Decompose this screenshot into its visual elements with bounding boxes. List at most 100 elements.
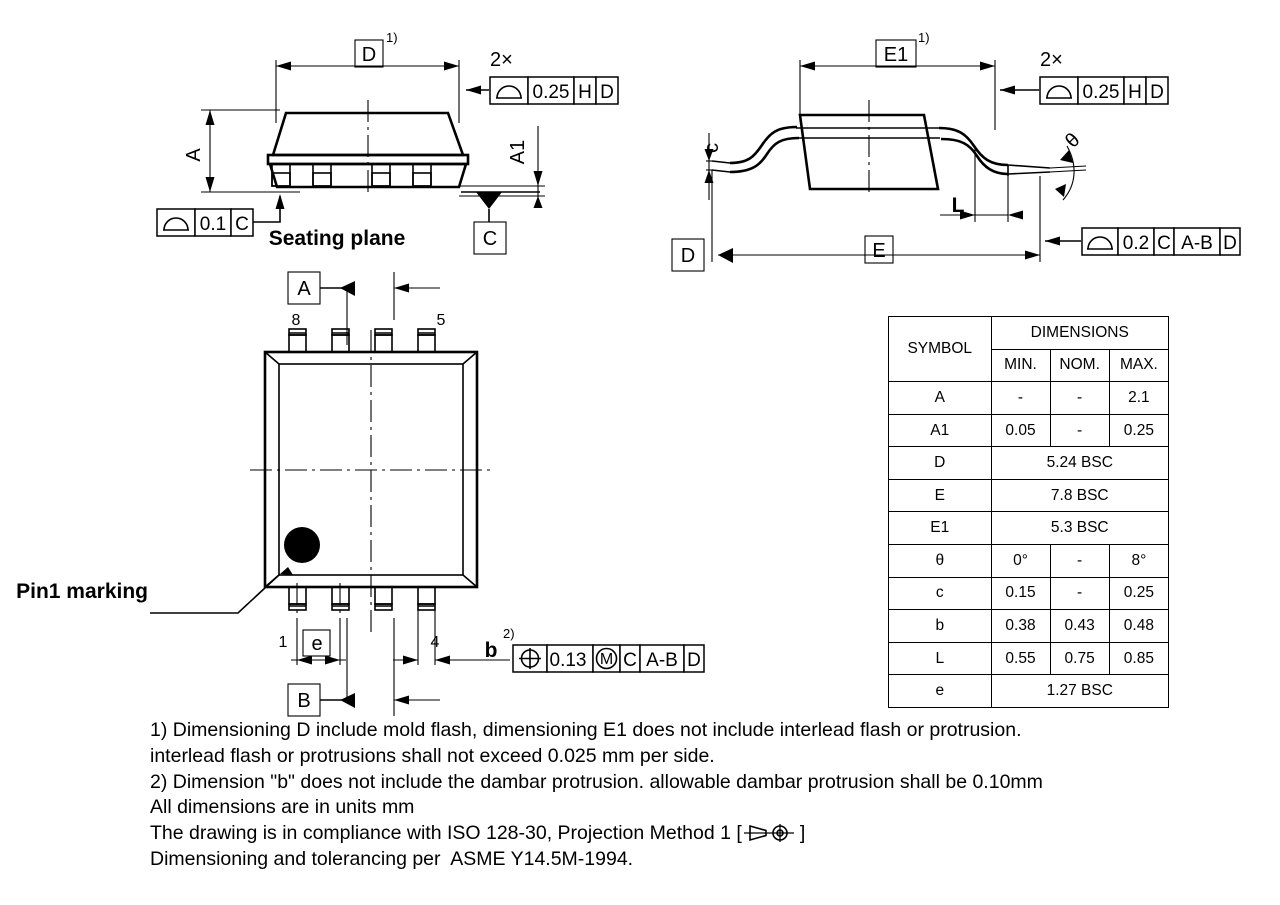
row-min: 0.55 [990,641,1051,676]
table-row: E 7.8 BSC [888,478,1170,513]
drawing-notes: 1) Dimensioning D include mold flash, di… [150,718,1210,873]
datum-c-label: C [483,228,497,250]
header-symbol: SYMBOL [888,315,992,383]
e1-arrow-left [800,61,815,71]
table-header-row-2: MIN. NOM. MAX. [889,348,1170,383]
row-symbol: A [888,381,992,415]
row-max: 0.25 [1108,576,1170,611]
d-arrow-right [444,61,459,71]
row-min: 0° [990,544,1051,578]
a1-label: A1 [507,140,529,164]
datum-b-arrow [394,695,409,705]
pin1-leader-arrow [280,567,293,575]
bevel-tl [264,351,280,365]
fcf-flatness-0p1-C: 0.1 C [156,194,285,237]
row-nom: 0.75 [1049,641,1110,676]
row-min: 0.15 [990,576,1051,611]
table-row: L 0.55 0.75 0.85 [888,641,1170,676]
pin-number-8: 8 [292,312,301,329]
dim-c-group: c [701,133,723,200]
pin1-leader [150,573,281,614]
fcf-2x-qty-front: 2× [490,49,513,71]
a-label: A [183,148,205,162]
pin-number-5: 5 [437,312,446,329]
header-nom: NOM. [1049,348,1110,383]
note-line-4: All dimensions are in units mm [150,796,415,819]
a-arrow-bot [205,177,215,192]
row-symbol: A1 [888,413,992,448]
side-lead-left-tip-bot [711,169,731,173]
row-value: 5.24 BSC [990,446,1170,480]
row-max: 0.25 [1108,413,1170,448]
note-line-5-post: ] [799,822,806,845]
table-row: c 0.15 - 0.25 [888,576,1170,611]
fcf-2x-datum-h-side: H [1128,82,1142,103]
datum-c-triangle [476,192,502,209]
row-symbol: D [888,446,992,480]
datum-B-group: B [287,618,440,717]
fcf-profile-datum-d: D [1223,233,1237,254]
row-min: 0.38 [990,609,1051,643]
dim-theta-group: θ [1049,129,1087,201]
side-lead-left-tip-top [711,160,731,164]
datum-a-arrow [394,283,409,293]
header-min: MIN. [990,348,1051,383]
d-label-note: 1) [386,30,398,45]
datum-d-label-side: D [681,245,695,267]
e1-label-note: 1) [918,30,930,45]
row-symbol: L [888,641,992,676]
front-side-view: D 1) A A1 0.1 C 2× [156,30,619,255]
fcf-profile-datum-c: C [1157,233,1171,254]
row-nom: - [1049,381,1110,415]
fcf-position-datum-d: D [687,650,701,671]
dim-e-group: e [291,618,346,665]
theta-label: θ [1061,129,1084,152]
fcf-2x-tol-front: 0.25 [533,82,570,103]
row-nom: - [1049,544,1110,578]
datum-a-label: A [297,278,311,300]
top-leads-upper [288,328,436,353]
fcf-profile-datum-ab: A-B [1181,233,1213,254]
d-label: D [362,44,376,66]
b-dim-note: 2) [503,626,515,641]
datum-d-box-side [671,238,705,272]
table-row: E1 5.3 BSC [888,511,1170,546]
table-header-row-1: SYMBOL DIMENSIONS [888,315,1170,383]
d-label-box [354,39,384,68]
e-label-box [864,235,894,264]
fcf-profile-tol: 0.2 [1123,233,1149,254]
dimensions-table: SYMBOL DIMENSIONS MIN. NOM. MAX. A - - 2… [888,315,1170,708]
d-arrow-left [276,61,291,71]
note-line-2: interlead flash or protrusions shall not… [150,744,715,767]
fcf-position-tol: 0.13 [550,650,587,671]
side-lead-left-top [729,125,798,165]
fcf-2x-datum-d-front: D [600,82,614,103]
fcf-flatness-datum: C [235,214,249,235]
top-leads-lower [288,586,436,611]
side-lead-right-tip-top [1007,164,1051,169]
dim-L-group: L [940,148,1023,222]
projection-method-icon [742,822,800,844]
e1-arrow-right [980,61,995,71]
b-dim-label: b [485,639,498,662]
e1-label: E1 [884,44,908,66]
row-max: 0.48 [1108,609,1170,643]
row-max: 8° [1108,544,1170,578]
c-label: c [701,143,723,153]
dim-b-group: b 2) [393,610,515,665]
L-label: L [952,194,965,217]
bevel-tr [462,351,478,365]
header-max: MAX. [1108,348,1170,383]
row-symbol: θ [888,544,992,578]
e1-label-box [875,39,917,68]
fcf-2x-datum-h-front: H [578,82,592,103]
pin-number-1: 1 [279,634,288,651]
datum-A-group: A [287,271,440,345]
side-lead-left-bot [729,136,800,174]
row-max: 0.85 [1108,641,1170,676]
row-symbol: e [888,674,992,708]
seating-plane-text: Seating plane [269,227,406,250]
row-min: 0.05 [990,413,1051,448]
fcf-2x-qty-side: 2× [1040,49,1063,71]
